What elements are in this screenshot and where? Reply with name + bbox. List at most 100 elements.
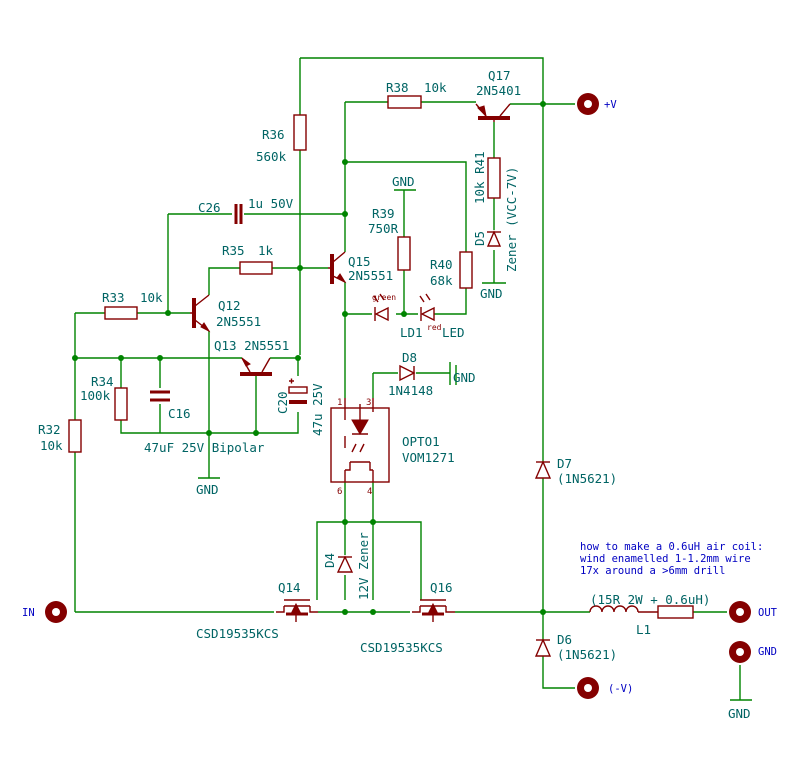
r33-value: 10k <box>140 290 163 305</box>
diodes <box>336 230 552 657</box>
q15-value: 2N5551 <box>348 268 393 283</box>
l1-ref: L1 <box>636 622 651 637</box>
d8-ref: D8 <box>402 350 417 365</box>
note-line-2: wind enamelled 1-1.2mm wire <box>580 553 751 565</box>
gnd-connector[interactable] <box>729 641 751 663</box>
q13-label: Q13 2N5551 <box>214 338 289 353</box>
q17-symbol <box>475 103 511 122</box>
c20-plus-icon <box>289 378 294 384</box>
l1-value: (15R 2W + 0.6uH) <box>590 592 710 607</box>
r34-body <box>114 387 128 421</box>
in-label: IN <box>22 607 35 619</box>
q13-symbol <box>240 357 272 376</box>
c16-ref: C16 <box>168 406 191 421</box>
q17-ref: Q17 <box>488 68 511 83</box>
r39-ref: R39 <box>372 206 395 221</box>
ld1-red-led <box>419 293 435 322</box>
out-label: OUT <box>758 607 778 619</box>
ld1-ref: LD1 <box>400 325 423 340</box>
q16-symbol <box>412 599 455 622</box>
d7-symbol <box>534 460 552 479</box>
r35-ref: R35 <box>222 243 245 258</box>
q15-symbol <box>328 251 347 284</box>
d7-ref: D7 <box>557 456 572 471</box>
d7-value: (1N5621) <box>557 471 617 486</box>
gnd-connector-label: GND <box>758 646 777 658</box>
vplus-label: +V <box>604 99 617 111</box>
d5-symbol <box>486 230 502 247</box>
r40-body <box>459 251 473 289</box>
r40-ref: R40 <box>430 257 453 272</box>
note-line-1: how to make a 0.6uH air coil: <box>580 541 763 553</box>
r36-ref: R36 <box>262 127 285 142</box>
c16-symbol <box>150 390 170 402</box>
r41-body <box>487 157 501 199</box>
resistors <box>68 95 501 453</box>
r36-body <box>293 114 307 151</box>
vminus-label: (-V) <box>608 683 633 695</box>
c26-symbol <box>234 204 243 224</box>
q14-ref: Q14 <box>278 580 301 595</box>
d6-ref: D6 <box>557 632 572 647</box>
c26-ref: C26 <box>198 200 221 215</box>
d4-symbol <box>336 555 354 573</box>
c26-value: 1u 50V <box>248 196 294 211</box>
wires <box>74 57 752 701</box>
opto-pin-6: 6 <box>337 487 342 497</box>
r34-ref: R34 <box>91 374 114 389</box>
q15-ref: Q15 <box>348 254 371 269</box>
opto-symbol <box>330 398 390 483</box>
l1-inductor <box>589 605 694 619</box>
r32-ref: R32 <box>38 422 61 437</box>
c20-plate <box>288 386 308 394</box>
vminus-connector[interactable] <box>577 677 599 699</box>
labels: Q17 2N5401 R38 10k +V R36 560k 10k R41 D… <box>22 68 778 721</box>
d4-ref: D4 <box>322 553 337 568</box>
q16-value: CSD19535KCS <box>360 640 443 655</box>
capacitors <box>150 204 308 404</box>
r39-value: 750R <box>368 221 399 236</box>
gnd-d8: GND <box>453 370 476 385</box>
r40-value: 68k <box>430 273 453 288</box>
gnd-d5: GND <box>480 286 503 301</box>
c20-ref: C20 <box>275 391 290 414</box>
q14-symbol <box>276 599 318 622</box>
r33-ref: R33 <box>102 290 125 305</box>
q12-value: 2N5551 <box>216 314 261 329</box>
c20-value: 47u 25V <box>310 383 325 436</box>
d6-symbol <box>534 638 552 657</box>
q16-ref: Q16 <box>430 580 453 595</box>
note-line-3: 17x around a >6mm drill <box>580 565 725 577</box>
r35-value: 1k <box>258 243 274 258</box>
opto-ref: OPTO1 <box>402 434 440 449</box>
r39-body <box>397 236 411 271</box>
gnd-r39: GND <box>392 174 415 189</box>
out-connector[interactable] <box>729 601 751 623</box>
d8-value: 1N4148 <box>388 383 433 398</box>
r38-body <box>387 95 422 109</box>
r41-label: 10k R41 <box>472 151 487 204</box>
ld1-value: LED <box>442 325 465 340</box>
opto-pin-1: 1 <box>337 398 342 408</box>
r36-value: 560k <box>256 149 287 164</box>
opto-value: VOM1271 <box>402 450 455 465</box>
r32-value: 10k <box>40 438 63 453</box>
in-connector[interactable] <box>45 601 67 623</box>
led-red-label: red <box>427 323 442 332</box>
r38-value: 10k <box>424 80 447 95</box>
r34-value: 100k <box>80 388 111 403</box>
d8-symbol <box>399 364 416 382</box>
r35-body <box>239 261 273 275</box>
vplus-connector[interactable] <box>577 93 599 115</box>
transistors <box>190 103 511 622</box>
q12-ref: Q12 <box>218 298 241 313</box>
d6-value: (1N5621) <box>557 647 617 662</box>
led-green-label: green <box>372 293 396 302</box>
gnd-bottom: GND <box>728 706 751 721</box>
r33-body <box>104 306 138 320</box>
r32-body <box>68 419 82 453</box>
d5-ref: D5 <box>472 231 487 246</box>
d5-value: Zener (VCC-7V) <box>504 167 519 272</box>
bipolar-label: 47uF 25V Bipolar <box>144 440 265 455</box>
